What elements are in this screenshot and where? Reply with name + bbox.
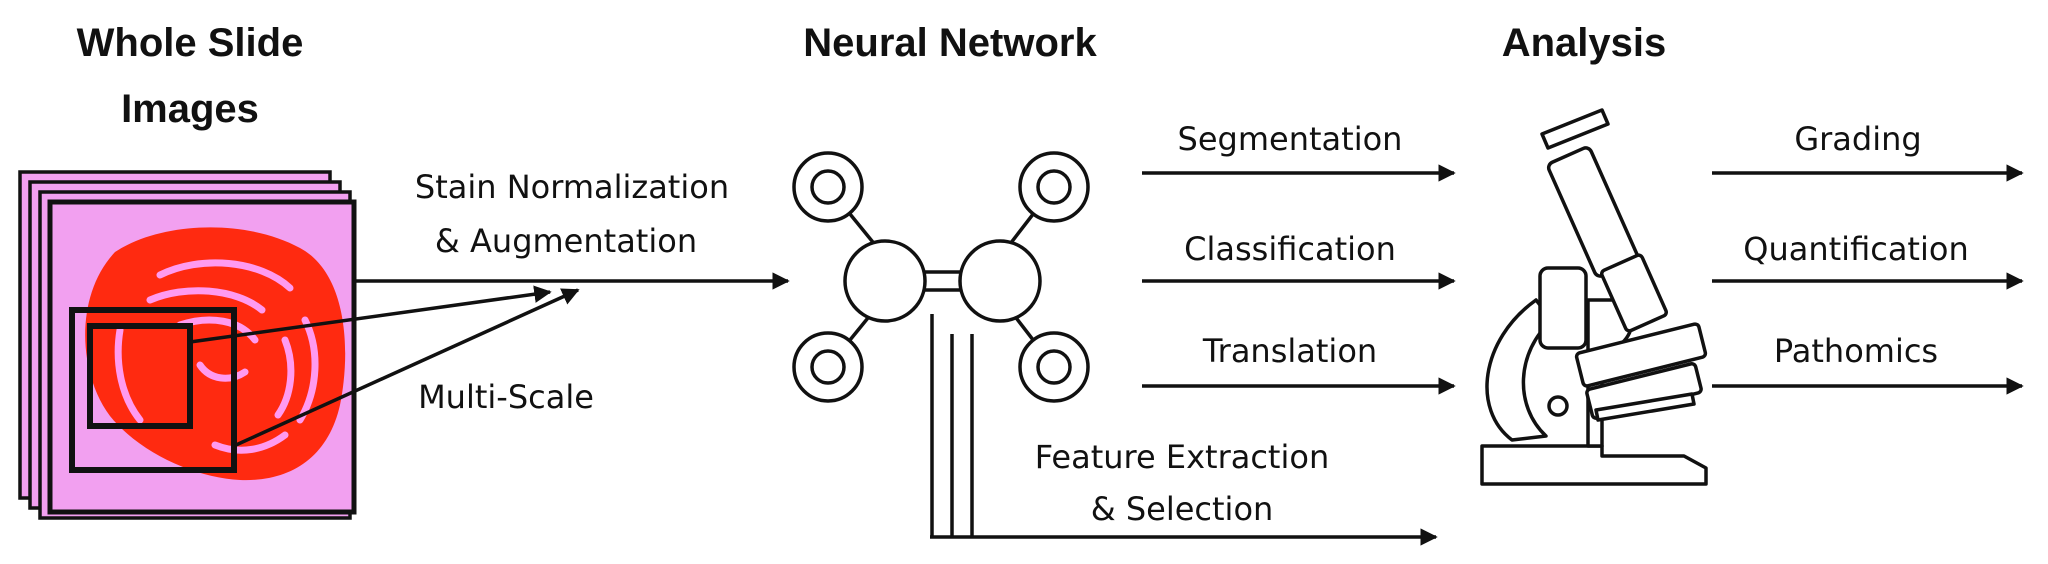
multiscale-arrow-2 bbox=[235, 288, 580, 447]
augmentation-label: & Augmentation bbox=[435, 222, 697, 260]
scale-box-small bbox=[87, 323, 193, 429]
output-grading: Grading bbox=[1794, 120, 1921, 158]
microscope-icon bbox=[1480, 108, 1708, 486]
header-whole-slide: Whole Slide bbox=[77, 21, 304, 65]
header-neural-network: Neural Network bbox=[803, 21, 1097, 65]
multi-scale-label: Multi-Scale bbox=[418, 378, 594, 416]
output-quantification: Quantification bbox=[1743, 230, 1968, 268]
header-images: Images bbox=[121, 87, 259, 131]
task-segmentation: Segmentation bbox=[1178, 120, 1403, 158]
feature-extraction-label: Feature Extraction bbox=[1035, 438, 1329, 476]
multiscale-arrow-1 bbox=[189, 285, 552, 344]
tissue-slide-stack-icon bbox=[18, 170, 357, 520]
scale-box-large bbox=[69, 307, 237, 473]
header-analysis: Analysis bbox=[1502, 21, 1667, 65]
feature-extraction-lines bbox=[930, 314, 1438, 546]
task-classification: Classification bbox=[1184, 230, 1396, 268]
task-translation: Translation bbox=[1202, 332, 1377, 370]
stain-normalization-label: Stain Normalization bbox=[415, 168, 729, 206]
feature-selection-label: & Selection bbox=[1091, 490, 1274, 528]
output-pathomics: Pathomics bbox=[1774, 332, 1938, 370]
neural-network-icon bbox=[792, 151, 1090, 403]
